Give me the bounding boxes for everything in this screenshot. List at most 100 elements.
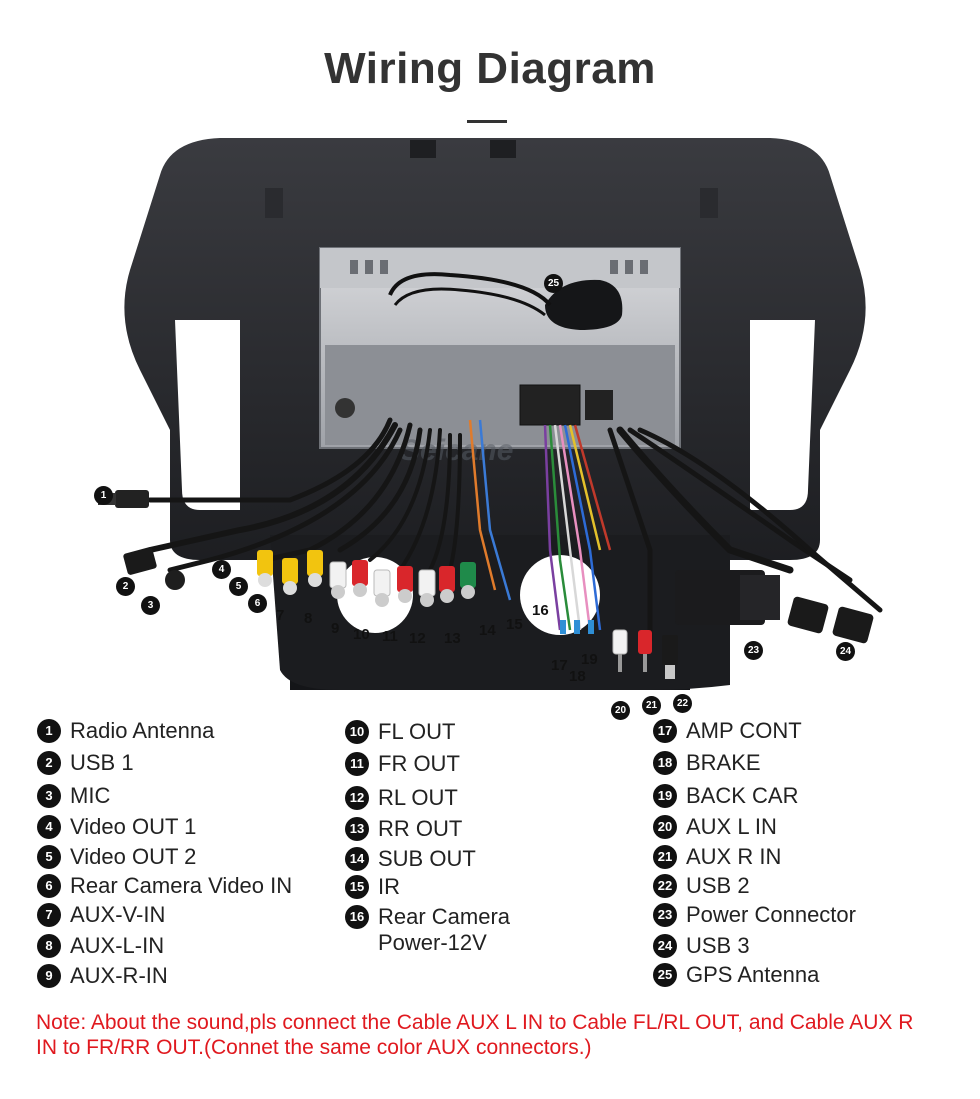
legend-item: 21 AUX R IN bbox=[653, 844, 781, 870]
legend-item: 2 USB 1 bbox=[37, 750, 134, 776]
callout-25: 25 bbox=[544, 274, 563, 293]
rca-connectors bbox=[257, 550, 652, 672]
legend-badge: 20 bbox=[653, 815, 677, 839]
sound-connection-note: Note: About the sound,pls connect the Ca… bbox=[36, 1011, 914, 1059]
legend-item: 14 SUB OUT bbox=[345, 846, 476, 872]
legend-item: 24 USB 3 bbox=[653, 933, 750, 959]
legend-badge: 5 bbox=[37, 845, 61, 869]
legend-item: 11 FR OUT bbox=[345, 751, 460, 777]
callout-12: 12 bbox=[409, 630, 426, 647]
legend-badge: 18 bbox=[653, 751, 677, 775]
callout-9: 9 bbox=[331, 620, 340, 637]
legend-label: AUX-R-IN bbox=[70, 963, 168, 988]
callout-10: 10 bbox=[353, 626, 370, 643]
legend-item: 18 BRAKE bbox=[653, 750, 761, 776]
gps-antenna-puck bbox=[388, 272, 623, 330]
legend-item: 22 USB 2 bbox=[653, 873, 750, 899]
legend-badge: 21 bbox=[653, 845, 677, 869]
legend-badge: 3 bbox=[37, 784, 61, 808]
callout-8: 8 bbox=[304, 610, 313, 627]
callout-24: 24 bbox=[836, 642, 855, 661]
product-photo: Seicane bbox=[98, 138, 883, 690]
title-divider bbox=[467, 120, 507, 123]
legend-label: USB 2 bbox=[686, 873, 750, 898]
legend-item: 9 AUX-R-IN bbox=[37, 963, 168, 989]
legend-label: BRAKE bbox=[686, 750, 761, 775]
callout-7: 7 bbox=[276, 607, 285, 624]
legend-badge: 14 bbox=[345, 847, 369, 871]
legend-item: 17 AMP CONT bbox=[653, 718, 802, 744]
callout-3: 3 bbox=[141, 596, 160, 615]
legend-label: Radio Antenna bbox=[70, 718, 215, 743]
page-title: Wiring Diagram bbox=[324, 44, 656, 93]
legend-item: 4 Video OUT 1 bbox=[37, 814, 196, 840]
legend-label: FL OUT bbox=[378, 719, 456, 744]
legend-label: Rear Camera Power-12V bbox=[378, 904, 511, 955]
legend-label: GPS Antenna bbox=[686, 962, 820, 987]
legend-badge: 1 bbox=[37, 719, 61, 743]
legend-label: USB 1 bbox=[70, 750, 134, 775]
legend-label: FR OUT bbox=[378, 751, 460, 776]
legend-item: 5 Video OUT 2 bbox=[37, 844, 196, 870]
radio-antenna-plug bbox=[115, 490, 149, 508]
legend-item: 25 GPS Antenna bbox=[653, 962, 819, 988]
legend-badge: 17 bbox=[653, 719, 677, 743]
legend-badge: 19 bbox=[653, 784, 677, 808]
legend-label: AUX-V-IN bbox=[70, 902, 166, 927]
legend-badge: 10 bbox=[345, 720, 369, 744]
legend-badge: 13 bbox=[345, 817, 369, 841]
callout-15: 15 bbox=[506, 616, 523, 633]
callout-5: 5 bbox=[229, 577, 248, 596]
legend-item: 13 RR OUT bbox=[345, 816, 462, 842]
legend-badge: 15 bbox=[345, 875, 369, 899]
callout-21: 21 bbox=[642, 696, 661, 715]
legend-badge: 2 bbox=[37, 751, 61, 775]
legend-badge: 22 bbox=[653, 874, 677, 898]
callout-2: 2 bbox=[116, 577, 135, 596]
callout-14: 14 bbox=[479, 622, 496, 639]
legend-label: MIC bbox=[70, 783, 111, 808]
legend-label: AUX-L-IN bbox=[70, 933, 165, 958]
callout-18: 18 bbox=[569, 668, 586, 685]
head-unit-chassis bbox=[319, 247, 681, 449]
legend-badge: 25 bbox=[653, 963, 677, 987]
legend-badge: 4 bbox=[37, 815, 61, 839]
legend-item: 1 Radio Antenna bbox=[37, 718, 214, 744]
legend-badge: 9 bbox=[37, 964, 61, 988]
legend-badge: 16 bbox=[345, 905, 369, 929]
legend-label: AUX R IN bbox=[686, 844, 782, 869]
legend-label: IR bbox=[378, 874, 400, 899]
legend-item: 15 IR bbox=[345, 874, 400, 900]
callout-13: 13 bbox=[444, 630, 461, 647]
legend-label: Video OUT 1 bbox=[70, 814, 197, 839]
usb1-plug bbox=[123, 547, 157, 575]
legend-label: USB 3 bbox=[686, 933, 750, 958]
callout-6: 6 bbox=[248, 594, 267, 613]
legend-badge: 12 bbox=[345, 786, 369, 810]
legend-badge: 11 bbox=[345, 752, 369, 776]
callout-22: 22 bbox=[673, 694, 692, 713]
legend-label: AMP CONT bbox=[686, 718, 802, 743]
legend-item: 19 BACK CAR bbox=[653, 783, 798, 809]
legend-label: Video OUT 2 bbox=[70, 844, 197, 869]
usb3-plugs bbox=[787, 596, 874, 644]
legend-badge: 24 bbox=[653, 934, 677, 958]
legend-label: RR OUT bbox=[378, 816, 463, 841]
callout-23: 23 bbox=[744, 641, 763, 660]
legend-badge: 6 bbox=[37, 874, 61, 898]
legend-label: SUB OUT bbox=[378, 846, 476, 871]
usb2-plug bbox=[662, 635, 678, 665]
callout-19: 19 bbox=[581, 651, 598, 668]
legend-label: BACK CAR bbox=[686, 783, 799, 808]
callout-1: 1 bbox=[94, 486, 113, 505]
legend-label: Power Connector bbox=[686, 902, 856, 927]
callout-11: 11 bbox=[382, 628, 398, 645]
callout-17: 17 bbox=[551, 657, 568, 674]
legend-item: 3 MIC bbox=[37, 783, 110, 809]
